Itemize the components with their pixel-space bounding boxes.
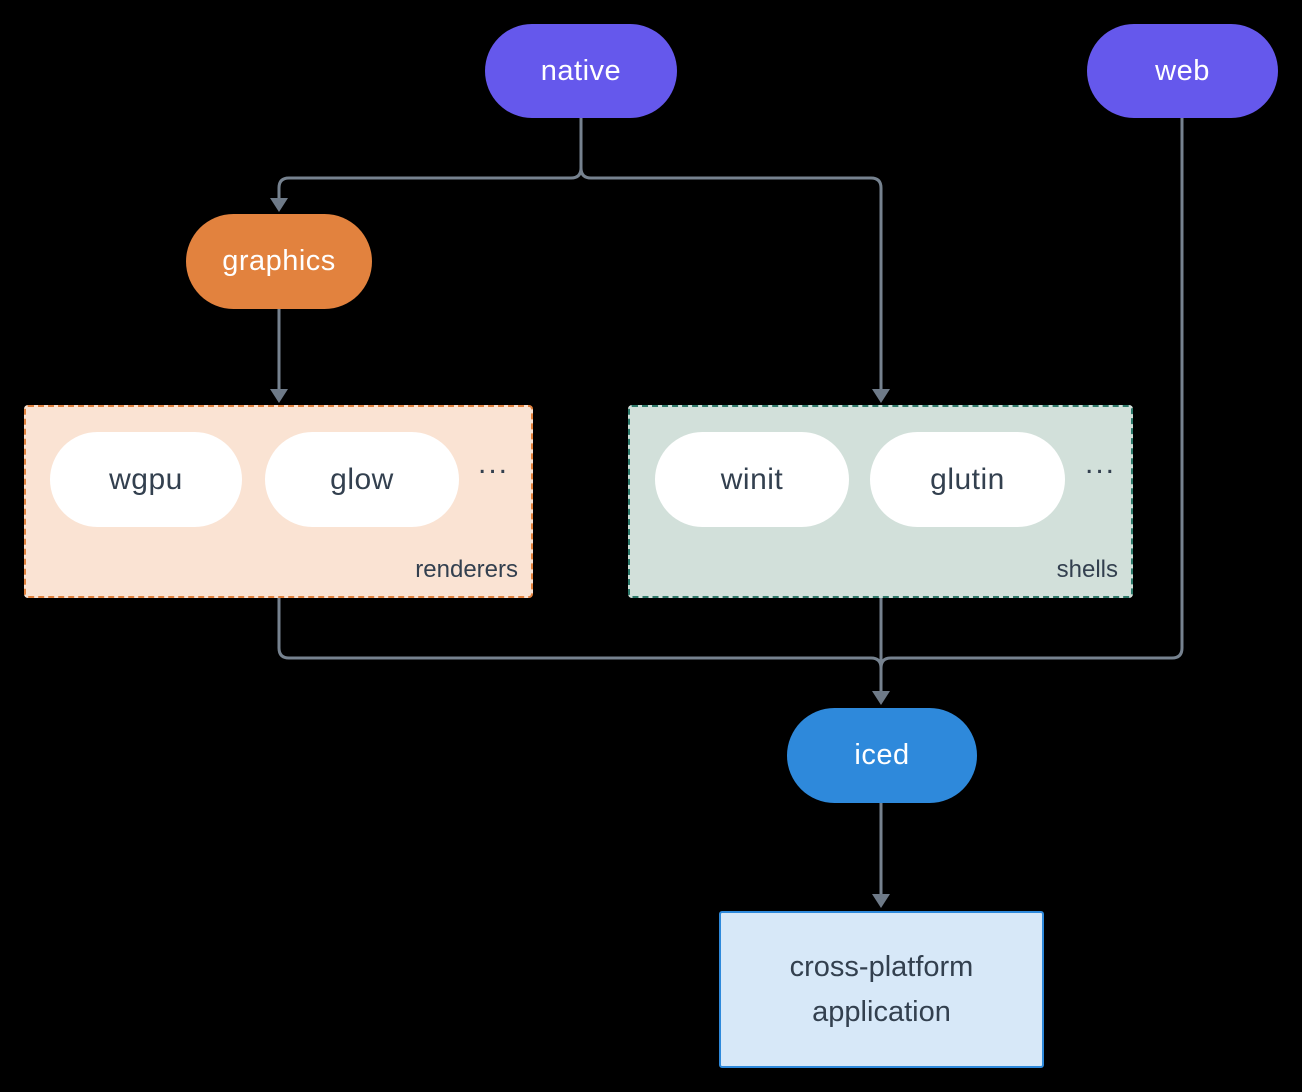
- edge-native-to-graphics: [277, 118, 583, 198]
- node-graphics-label: graphics: [222, 245, 336, 277]
- arrowhead-into-application-icon: [872, 894, 890, 908]
- node-web: web: [1087, 24, 1278, 118]
- arrowhead-into-renderers-icon: [270, 389, 288, 403]
- node-wgpu-label: wgpu: [109, 462, 183, 496]
- node-winit-label: winit: [720, 462, 784, 496]
- node-glutin-label: glutin: [930, 462, 1005, 496]
- node-web-label: web: [1155, 54, 1210, 87]
- arrowhead-into-shells-icon: [872, 389, 890, 403]
- shells-ellipsis: ...: [1085, 447, 1117, 480]
- group-renderers: wgpu glow ... renderers: [24, 405, 533, 598]
- group-shells-label: shells: [1056, 556, 1118, 583]
- group-shells: winit glutin ... shells: [628, 405, 1133, 598]
- node-glow: glow: [265, 432, 459, 527]
- node-wgpu: wgpu: [50, 432, 242, 527]
- arrowhead-into-graphics-icon: [270, 198, 288, 212]
- node-winit: winit: [655, 432, 849, 527]
- node-iced: iced: [787, 708, 977, 803]
- node-native: native: [485, 24, 677, 118]
- edge-renderers-to-iced: [277, 598, 883, 692]
- node-graphics: graphics: [186, 214, 372, 309]
- node-glutin: glutin: [870, 432, 1065, 527]
- node-native-label: native: [540, 54, 622, 87]
- edge-native-to-shells: [579, 118, 883, 390]
- arrowhead-into-iced-icon: [872, 691, 890, 705]
- renderers-ellipsis: ...: [478, 447, 510, 480]
- node-iced-label: iced: [854, 739, 910, 771]
- node-glow-label: glow: [330, 462, 394, 496]
- node-cross-platform-application: cross-platform application: [719, 911, 1044, 1068]
- group-renderers-label: renderers: [415, 556, 518, 583]
- node-cross-platform-application-label: cross-platform application: [789, 950, 974, 1028]
